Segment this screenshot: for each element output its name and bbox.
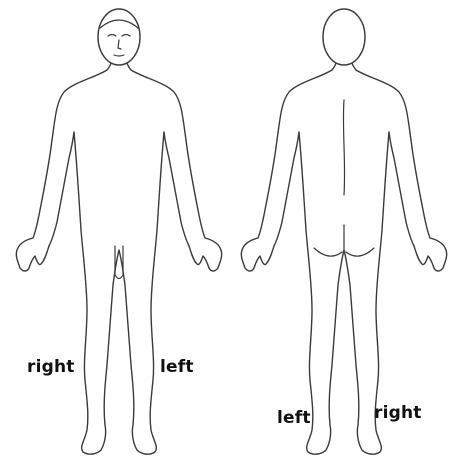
back-left-label: left [277,410,311,427]
front-body-outline [16,50,221,454]
back-figure [241,9,446,454]
front-left-label: left [160,359,194,376]
back-right-label: right [374,405,422,422]
front-right-label: right [27,359,75,376]
back-head [323,9,365,65]
front-figure [16,9,221,454]
